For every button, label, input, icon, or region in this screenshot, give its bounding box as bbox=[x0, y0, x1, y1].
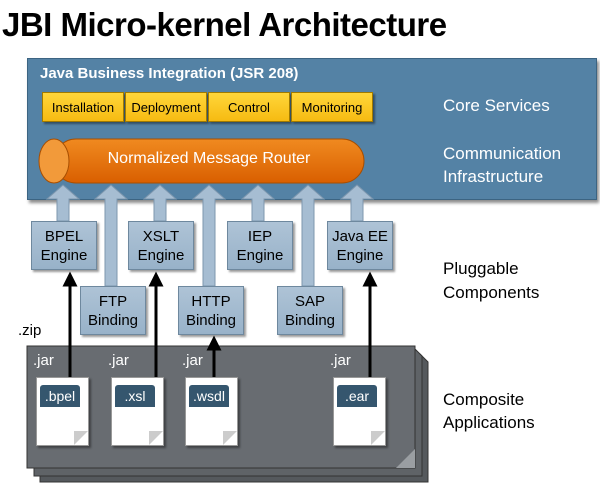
component-line1: HTTP bbox=[191, 292, 231, 310]
component-line2: Binding bbox=[87, 311, 139, 329]
component-line1: SAP bbox=[294, 292, 325, 310]
component-xslt-engine: XSLT Engine bbox=[128, 221, 194, 270]
label-pluggable-line2: Components bbox=[443, 283, 540, 302]
service-control: Control bbox=[208, 92, 290, 122]
artifact-xsl: .xsl bbox=[111, 377, 164, 446]
file-tag-icon: .bpel bbox=[40, 385, 80, 407]
component-line1: FTP bbox=[98, 292, 128, 310]
label-communication-line1: Communication bbox=[443, 144, 562, 163]
component-ftp-binding: FTP Binding bbox=[80, 286, 146, 335]
router-label: Normalized Message Router bbox=[107, 150, 311, 167]
component-arrows bbox=[45, 184, 375, 287]
component-http-binding: HTTP Binding bbox=[178, 286, 244, 335]
message-router bbox=[38, 138, 365, 184]
component-line1: Java EE bbox=[332, 227, 388, 245]
page-title: JBI Micro-kernel Architecture bbox=[2, 6, 447, 43]
component-line2: Engine bbox=[336, 246, 384, 264]
label-pluggable-line1: Pluggable bbox=[443, 259, 519, 278]
arrow-iep bbox=[240, 184, 276, 222]
arrow-javaee bbox=[339, 184, 375, 222]
arrow-sap bbox=[290, 184, 326, 287]
component-line2: Binding bbox=[284, 311, 336, 329]
file-tag-icon: .ear bbox=[337, 385, 377, 407]
label-composite-line2: Applications bbox=[443, 413, 535, 432]
arrow-http bbox=[191, 184, 227, 287]
artifact-wsdl: .wsdl bbox=[185, 377, 238, 446]
label-communication-line2: Infrastructure bbox=[443, 167, 544, 186]
component-line1: BPEL bbox=[44, 227, 84, 245]
jar-label: .jar bbox=[330, 352, 351, 369]
page-fold-icon bbox=[223, 431, 237, 445]
component-line1: XSLT bbox=[142, 227, 180, 245]
artifact-ear: .ear bbox=[333, 377, 386, 446]
label-core-services: Core Services bbox=[443, 96, 550, 115]
page-fold-icon bbox=[74, 431, 88, 445]
service-deployment: Deployment bbox=[125, 92, 207, 122]
arrow-ftp bbox=[93, 184, 129, 287]
jbi-title: Java Business Integration (JSR 208) bbox=[40, 65, 299, 82]
artifact-bpel: .bpel bbox=[36, 377, 89, 446]
component-line1: IEP bbox=[247, 227, 273, 245]
component-sap-binding: SAP Binding bbox=[277, 286, 343, 335]
label-composite-line1: Composite bbox=[443, 390, 525, 409]
jar-label: .jar bbox=[108, 352, 129, 369]
service-installation: Installation bbox=[42, 92, 124, 122]
file-tag-icon: .wsdl bbox=[189, 385, 229, 407]
jar-label: .jar bbox=[33, 352, 54, 369]
component-line2: Engine bbox=[137, 246, 185, 264]
jar-label: .jar bbox=[182, 352, 203, 369]
component-bpel-engine: BPEL Engine bbox=[31, 221, 97, 270]
arrow-xslt bbox=[142, 184, 178, 222]
component-iep-engine: IEP Engine bbox=[227, 221, 293, 270]
component-line2: Engine bbox=[40, 246, 88, 264]
file-tag-icon: .xsl bbox=[115, 385, 155, 407]
service-monitoring: Monitoring bbox=[291, 92, 373, 122]
arrow-bpel bbox=[45, 184, 81, 222]
component-javaee-engine: Java EE Engine bbox=[327, 221, 393, 270]
component-line2: Engine bbox=[236, 246, 284, 264]
page-fold-icon bbox=[149, 431, 163, 445]
page-fold-icon bbox=[371, 431, 385, 445]
component-line2: Binding bbox=[185, 311, 237, 329]
zip-label: .zip bbox=[18, 322, 42, 339]
